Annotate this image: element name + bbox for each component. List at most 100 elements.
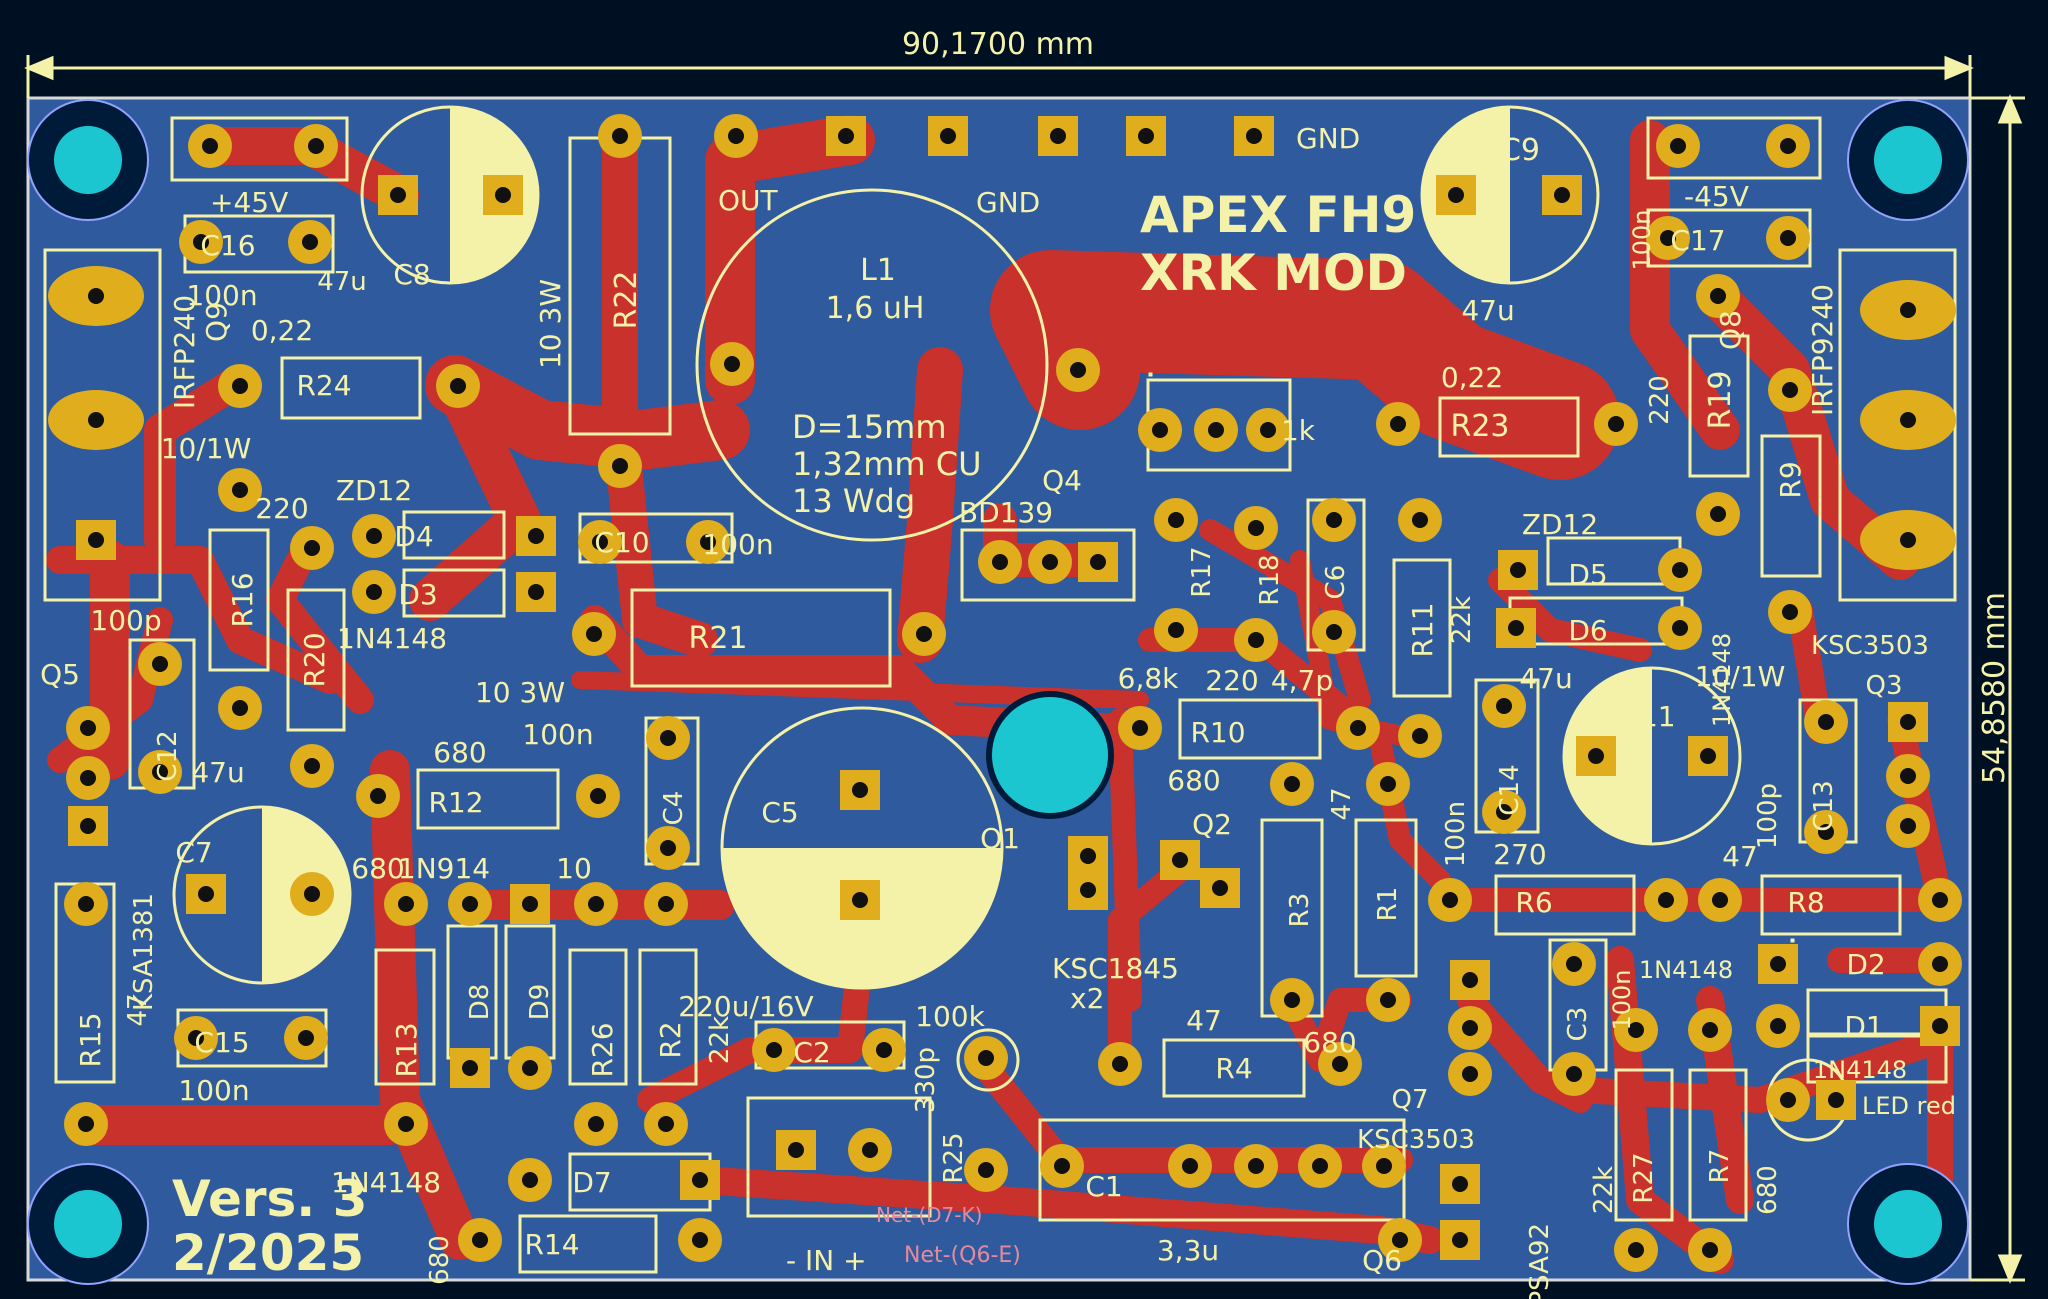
pad <box>288 220 332 264</box>
pad <box>218 686 262 730</box>
pad <box>1056 348 1100 392</box>
component-label-r8: R8 <box>1787 886 1824 919</box>
component-label-r18: R18 <box>1255 554 1285 605</box>
pad <box>1440 1220 1480 1260</box>
component-label-q8: Q8 <box>1714 310 1747 350</box>
pad <box>1658 606 1702 650</box>
dimension-lines <box>24 55 2025 1284</box>
component-label-r15v: 47 <box>123 993 153 1026</box>
component-label-r10v: 680 <box>1167 764 1220 797</box>
pad <box>576 774 620 818</box>
component-label-q6p: MPSA92 <box>1525 1223 1555 1299</box>
pad <box>1766 1078 1810 1122</box>
pad <box>1542 175 1582 215</box>
pad <box>66 706 110 750</box>
component-label-c2v: 220u/16V <box>678 990 813 1023</box>
component-label-r7: R7 <box>1705 1149 1735 1184</box>
component-label-c17v: 100n <box>1628 209 1656 270</box>
pad <box>1118 706 1162 750</box>
version-line2: 2/2025 <box>172 1224 364 1282</box>
component-label-r17: R17 <box>1187 546 1217 597</box>
pad <box>598 444 642 488</box>
component-label-c15v: 100n <box>178 1074 249 1107</box>
component-label-r3v: 47 <box>1327 787 1357 820</box>
pad <box>1312 498 1356 542</box>
component-label-r8v: 47 <box>1722 840 1758 873</box>
pad <box>928 116 968 156</box>
component-label-q9: Q9 <box>200 302 233 342</box>
pad <box>1552 942 1596 986</box>
component-label-q9p: IRFP240 <box>168 295 201 409</box>
mounting-hole <box>1847 1163 1969 1285</box>
pad <box>1920 1006 1960 1046</box>
label-plus45v: +45V <box>210 186 288 219</box>
component-label-r14: R14 <box>524 1228 579 1261</box>
pad <box>1552 1052 1596 1096</box>
label-gnd-2: GND <box>1296 122 1360 155</box>
pad <box>1234 1144 1278 1188</box>
pad <box>1126 116 1166 156</box>
component-label-c15: C15 <box>194 1026 249 1059</box>
board-title-line1: APEX FH9 <box>1140 186 1416 244</box>
pad <box>1270 978 1314 1022</box>
label-minus45v: -45V <box>1684 180 1749 213</box>
component-label-pot: 1k <box>1281 414 1316 447</box>
component-label-r15: R15 <box>74 1012 107 1067</box>
pad <box>436 364 480 408</box>
pad <box>1688 1228 1732 1272</box>
component-label-r4b: 680 <box>1303 1026 1356 1059</box>
component-label-q5: Q5 <box>40 658 80 691</box>
component-label-r19: R19 <box>1703 370 1738 429</box>
inductor-value: 1,6 uH <box>826 291 925 326</box>
pad <box>714 114 758 158</box>
pad <box>964 1036 1008 1080</box>
pad <box>1860 280 1956 340</box>
pad <box>1696 492 1740 536</box>
pad <box>1270 762 1314 806</box>
component-label-r27: R27 <box>1629 1152 1659 1203</box>
pad <box>646 826 690 870</box>
pad <box>356 774 400 818</box>
component-label-r22v: 10 3W <box>534 279 567 369</box>
component-label-c16: C16 <box>200 229 255 262</box>
pad <box>352 570 396 614</box>
pad <box>1428 878 1472 922</box>
component-label-r1: R1 <box>1373 887 1403 922</box>
pad <box>1756 1004 1800 1048</box>
component-label-q5p: KSA1381 <box>129 893 159 1011</box>
component-label-d5: D5 <box>1568 558 1607 591</box>
pad <box>1614 1008 1658 1052</box>
pad <box>574 1102 618 1146</box>
dimension-height: 54,8580 mm <box>1977 592 2012 784</box>
pad <box>1028 540 1072 584</box>
component-label-r14v: 680 <box>425 1235 455 1285</box>
component-label-c9v: 47u <box>1461 294 1514 327</box>
pad <box>1436 175 1476 215</box>
pad <box>64 1102 108 1146</box>
pad <box>179 220 223 264</box>
pad <box>186 874 226 914</box>
pad <box>1068 870 1108 910</box>
label-input: - IN + <box>786 1244 867 1277</box>
copper-traces <box>46 115 1953 1274</box>
component-label-r4v: 47 <box>1186 1004 1222 1037</box>
pad <box>1496 608 1536 648</box>
component-label-q8p: IRFP9240 <box>1806 284 1839 416</box>
component-label-r27v: 22k <box>1589 1166 1619 1214</box>
pad <box>64 882 108 926</box>
pad <box>1040 1144 1084 1188</box>
pad <box>48 390 144 450</box>
pad <box>352 514 396 558</box>
component-label-r2: R2 <box>654 1021 687 1058</box>
pad <box>848 1128 892 1172</box>
component-label-q4p: BD139 <box>959 496 1053 529</box>
pad <box>290 526 334 570</box>
pad <box>1482 790 1526 834</box>
pad <box>1068 836 1108 876</box>
pad <box>574 882 618 926</box>
pad <box>1200 868 1240 908</box>
pad <box>1298 1144 1342 1188</box>
pad <box>1656 124 1700 168</box>
